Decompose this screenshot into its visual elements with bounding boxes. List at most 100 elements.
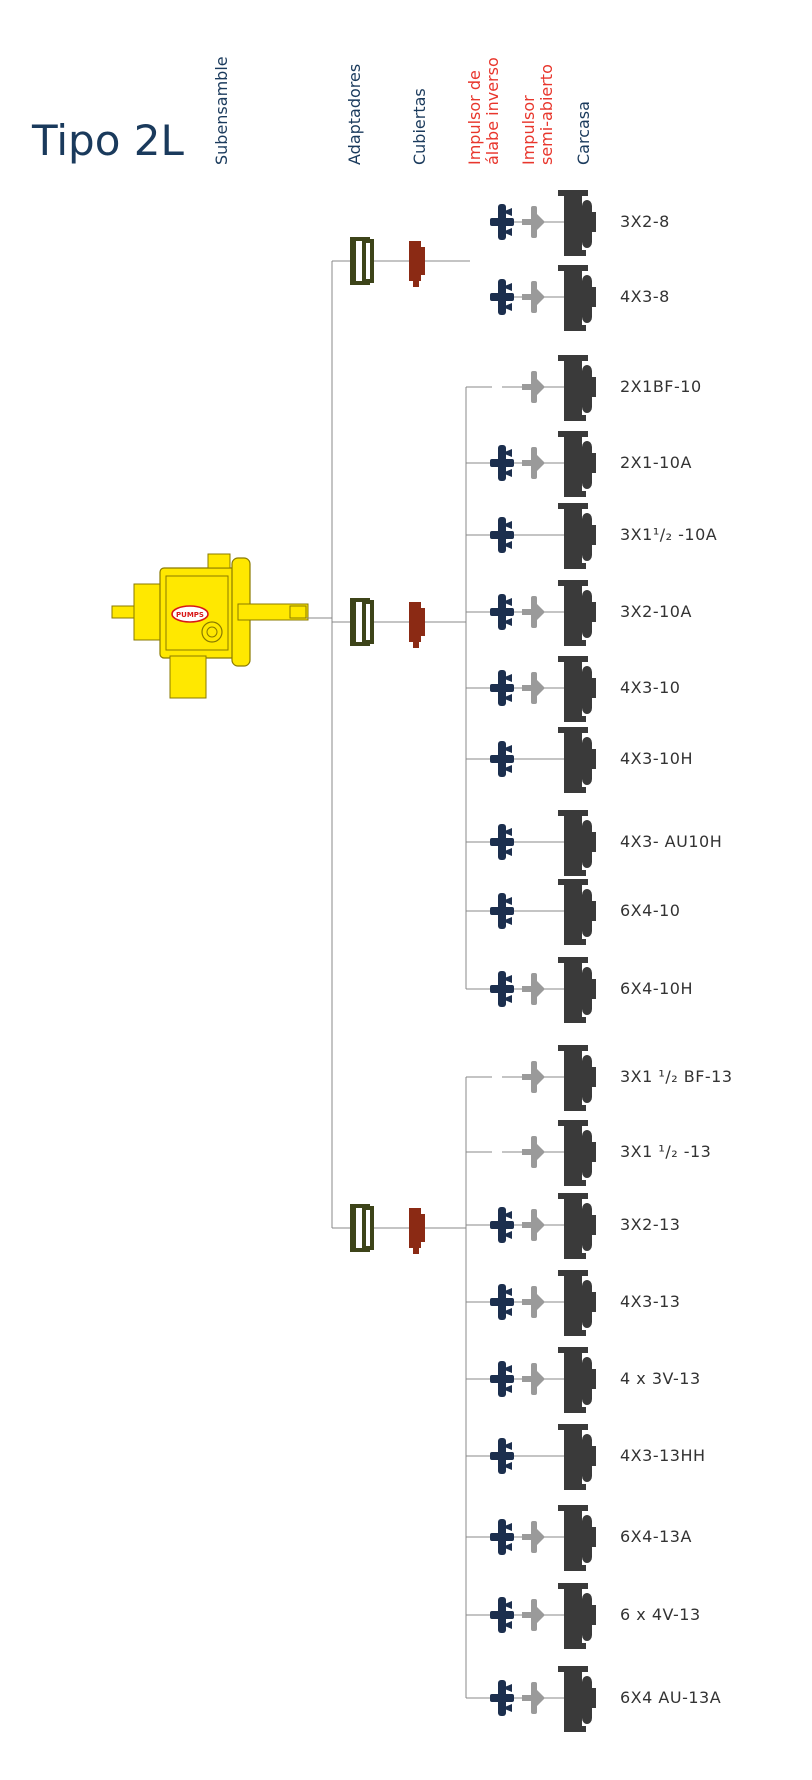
reverse-impeller-icon — [490, 1207, 514, 1243]
model-label: 6X4-13A — [620, 1527, 692, 1546]
reverse-impeller-icon — [490, 1361, 514, 1397]
model-row — [466, 1120, 596, 1186]
model-row — [466, 503, 596, 569]
model-row — [466, 1193, 596, 1259]
casing-icon — [558, 656, 596, 722]
model-label: 4X3-8 — [620, 287, 670, 306]
model-label: 2X1BF-10 — [620, 377, 702, 396]
casing-icon — [558, 1505, 596, 1571]
casing-icon — [558, 1347, 596, 1413]
casing-icon — [558, 580, 596, 646]
reverse-impeller-icon — [490, 204, 514, 240]
model-row — [466, 1666, 596, 1732]
model-row — [466, 1347, 596, 1413]
model-row — [466, 810, 596, 876]
semi-open-impeller-icon — [522, 973, 545, 1005]
model-label: 6X4-10 — [620, 901, 681, 920]
cover-icon — [409, 241, 425, 287]
semi-open-impeller-icon — [522, 596, 545, 628]
semi-open-impeller-icon — [522, 206, 545, 238]
reverse-impeller-icon — [490, 1680, 514, 1716]
model-label: 4X3-13 — [620, 1292, 681, 1311]
casing-icon — [558, 265, 596, 331]
model-row — [466, 1270, 596, 1336]
reverse-impeller-icon — [490, 1519, 514, 1555]
semi-open-impeller-icon — [522, 371, 545, 403]
model-row — [466, 1505, 596, 1571]
model-label: 4 x 3V-13 — [620, 1369, 701, 1388]
semi-open-impeller-icon — [522, 1209, 545, 1241]
casing-icon — [558, 355, 596, 421]
reverse-impeller-icon — [490, 1284, 514, 1320]
model-label: 6X4 AU-13A — [620, 1688, 722, 1707]
semi-open-impeller-icon — [522, 1061, 545, 1093]
reverse-impeller-icon — [490, 594, 514, 630]
model-row — [466, 727, 596, 793]
semi-open-impeller-icon — [522, 447, 545, 479]
model-row — [466, 1424, 596, 1490]
model-row — [490, 190, 596, 256]
reverse-impeller-icon — [490, 517, 514, 553]
semi-open-impeller-icon — [522, 672, 545, 704]
adapter-icon — [350, 598, 374, 646]
casing-icon — [558, 879, 596, 945]
casing-icon — [558, 1045, 596, 1111]
reverse-impeller-icon — [490, 670, 514, 706]
cover-icon — [409, 602, 425, 648]
semi-open-impeller-icon — [522, 281, 545, 313]
casing-icon — [558, 1424, 596, 1490]
model-label: 3X2-13 — [620, 1215, 681, 1234]
reverse-impeller-icon — [490, 445, 514, 481]
model-label: 3X1 ¹/₂ -13 — [620, 1142, 712, 1161]
semi-open-impeller-icon — [522, 1599, 545, 1631]
model-label: 2X1-10A — [620, 453, 692, 472]
semi-open-impeller-icon — [522, 1136, 545, 1168]
model-row — [466, 355, 596, 421]
casing-icon — [558, 1666, 596, 1732]
casing-icon — [558, 1120, 596, 1186]
model-label: 3X2-10A — [620, 602, 692, 621]
model-row — [466, 1045, 596, 1111]
subassembly-brand-label: PUMPS — [176, 611, 204, 619]
model-label: 3X1 ¹/₂ BF-13 — [620, 1067, 733, 1086]
semi-open-impeller-icon — [522, 1682, 545, 1714]
model-row — [466, 580, 596, 646]
model-row — [466, 1583, 596, 1649]
model-label: 4X3-10 — [620, 678, 681, 697]
reverse-impeller-icon — [490, 824, 514, 860]
casing-icon — [558, 1270, 596, 1336]
diagram-title: Tipo 2L — [32, 116, 184, 165]
casing-icon — [558, 431, 596, 497]
casing-icon — [558, 810, 596, 876]
model-label: 4X3-13HH — [620, 1446, 706, 1465]
model-row — [466, 656, 596, 722]
model-label: 3X1¹/₂ -10A — [620, 525, 718, 544]
model-row — [466, 879, 596, 945]
model-label: 3X2-8 — [620, 212, 670, 231]
reverse-impeller-icon — [490, 893, 514, 929]
reverse-impeller-icon — [490, 971, 514, 1007]
semi-open-impeller-icon — [522, 1363, 545, 1395]
reverse-impeller-icon — [490, 1597, 514, 1633]
model-row — [466, 957, 596, 1023]
reverse-impeller-icon — [490, 741, 514, 777]
reverse-impeller-icon — [490, 1438, 514, 1474]
model-label: 6 x 4V-13 — [620, 1605, 701, 1624]
model-row — [490, 265, 596, 331]
model-label: 4X3-10H — [620, 749, 693, 768]
casing-icon — [558, 190, 596, 256]
casing-icon — [558, 1583, 596, 1649]
semi-open-impeller-icon — [522, 1286, 545, 1318]
model-label: 6X4-10H — [620, 979, 693, 998]
cover-icon — [409, 1208, 425, 1254]
adapter-icon — [350, 237, 374, 285]
casing-icon — [558, 727, 596, 793]
adapter-icon — [350, 1204, 374, 1252]
semi-open-impeller-icon — [522, 1521, 545, 1553]
subassembly-icon: PUMPS — [111, 553, 309, 699]
casing-icon — [558, 1193, 596, 1259]
casing-icon — [558, 503, 596, 569]
casing-icon — [558, 957, 596, 1023]
reverse-impeller-icon — [490, 279, 514, 315]
